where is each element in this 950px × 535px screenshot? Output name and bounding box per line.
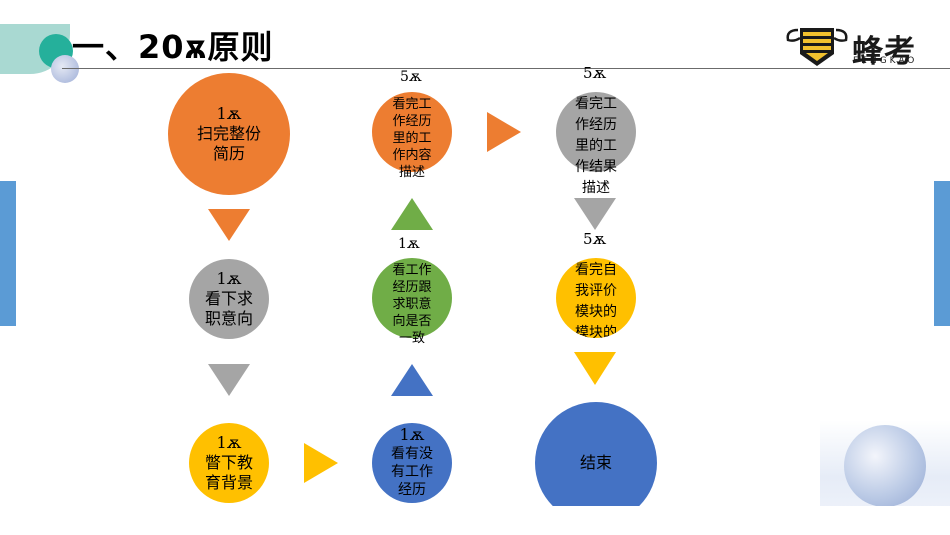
step-work-experience: 1ѫ 看有没 有工作 经历 (372, 423, 452, 503)
moon-decoration (844, 425, 926, 507)
step-text: 瞥下教 育背景 (204, 453, 253, 492)
step-text: 看完工 作经历 里的工 作结果 描述 (575, 96, 617, 196)
step-text: 结束 (579, 453, 612, 472)
arrow-up-icon (391, 364, 433, 396)
arrow-down-icon (574, 352, 616, 385)
bee-logo-icon (786, 28, 848, 66)
arrow-up-icon (391, 198, 433, 230)
step-text: 看有没 有工作 经历 (391, 446, 433, 498)
step-scan-resume: 1ѫ 扫完整份 简历 (168, 73, 290, 195)
arrow-down-icon (208, 209, 250, 241)
step-education: 1ѫ 瞥下教 育背景 (189, 423, 269, 503)
step-job-intention: 1ѫ 看下求 职意向 (189, 259, 269, 339)
step-time: 1ѫ (216, 269, 242, 288)
slide-bottom-margin (0, 506, 950, 535)
small-circle-decoration (51, 55, 79, 83)
brand-name: 蜂考 (852, 34, 916, 70)
brand-subtitle: FENGKAO (853, 56, 918, 66)
arrow-right-icon (487, 112, 521, 152)
step-time: 1ѫ (216, 433, 242, 452)
title-divider (62, 68, 950, 69)
left-side-bar (0, 181, 16, 326)
step-text: 看完工 作经历 里的工 作内容 描述 (392, 97, 432, 180)
step-time: 1ѫ (398, 236, 420, 252)
step-text: 看工作 经历跟 求职意 向是否 一致 (392, 263, 432, 346)
step-time: 5ѫ (583, 230, 607, 248)
right-side-bar (934, 181, 950, 326)
arrow-down-icon (574, 198, 616, 230)
step-end: 结束 (535, 402, 657, 524)
step-text: 扫完整份 简历 (196, 124, 261, 163)
arrow-right-icon (304, 443, 338, 483)
step-match-intention: 看工作 经历跟 求职意 向是否 一致 (372, 258, 452, 346)
step-time: 1ѫ (399, 425, 425, 444)
step-text: 看下求 职意向 (204, 289, 253, 328)
arrow-down-icon (208, 364, 250, 396)
slide-title: 一、20ѫ原则 (72, 28, 274, 66)
step-work-results: 看完工 作经历 里的工 作结果 描述 (556, 92, 636, 196)
step-time: 5ѫ (400, 69, 422, 85)
step-work-content: 看完工 作经历 里的工 作内容 描述 (372, 92, 452, 180)
step-text: 看完自 我评价 模块的 模块的 内容 (575, 262, 617, 338)
step-time: 5ѫ (583, 64, 607, 82)
step-time: 1ѫ (216, 104, 242, 123)
step-self-evaluation: 看完自 我评价 模块的 模块的 内容 (556, 258, 636, 338)
